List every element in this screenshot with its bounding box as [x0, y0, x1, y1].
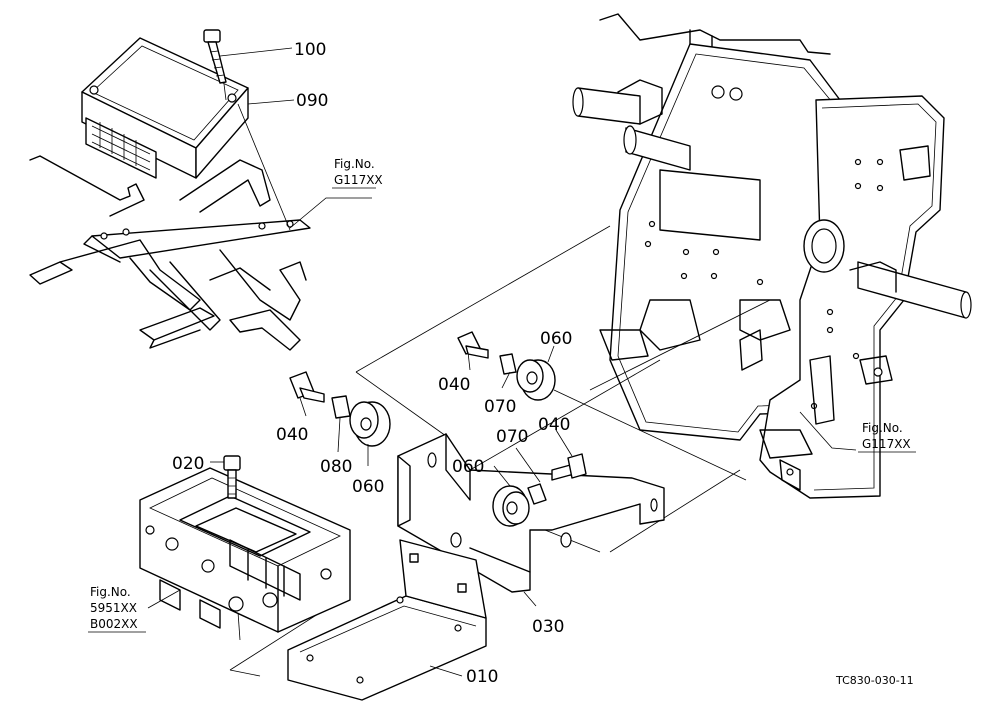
leader-lines — [147, 47, 857, 677]
control-valve-body — [139, 467, 351, 633]
label-100: 100 — [294, 40, 326, 60]
figure-ref-line3: B002XX — [90, 617, 138, 631]
figure-ref-lower-left: Fig.No. 5951XX B002XX — [88, 585, 146, 633]
left-support-frame — [29, 155, 311, 351]
figure-ref-upper-left: Fig.No. G117XX — [332, 157, 383, 189]
controller-box — [81, 37, 249, 179]
label-040-left: 040 — [276, 425, 308, 445]
right-main-frame — [572, 13, 972, 499]
label-040-lower: 040 — [538, 415, 570, 435]
figure-ref-line2: 5951XX — [90, 601, 137, 615]
label-060-upper: 060 — [540, 329, 572, 349]
bolt-100 — [203, 29, 227, 84]
plate-010 — [287, 539, 487, 701]
hardware-set-upper — [457, 331, 556, 401]
label-030: 030 — [532, 617, 564, 637]
figure-ref-right: Fig.No. G117XX — [858, 421, 916, 453]
label-060-left: 060 — [352, 477, 384, 497]
figure-ref-line2: G117XX — [334, 173, 383, 187]
drawing-code: TC830-030-11 — [835, 674, 914, 687]
label-020: 020 — [172, 454, 204, 474]
bolt-020 — [223, 455, 241, 499]
figure-ref-line1: Fig.No. — [90, 585, 131, 599]
label-070-upper: 070 — [484, 397, 516, 417]
label-060-lower: 060 — [452, 457, 484, 477]
hardware-set-left — [289, 371, 391, 447]
label-090: 090 — [296, 91, 328, 111]
hardware-set-lower — [492, 453, 587, 527]
label-040-upper: 040 — [438, 375, 470, 395]
label-010: 010 — [466, 667, 498, 687]
label-070-lower: 070 — [496, 427, 528, 447]
label-080: 080 — [320, 457, 352, 477]
figure-ref-line2: G117XX — [862, 437, 911, 451]
figure-ref-line1: Fig.No. — [862, 421, 903, 435]
figure-ref-line1: Fig.No. — [334, 157, 375, 171]
bracket-030 — [397, 433, 665, 593]
